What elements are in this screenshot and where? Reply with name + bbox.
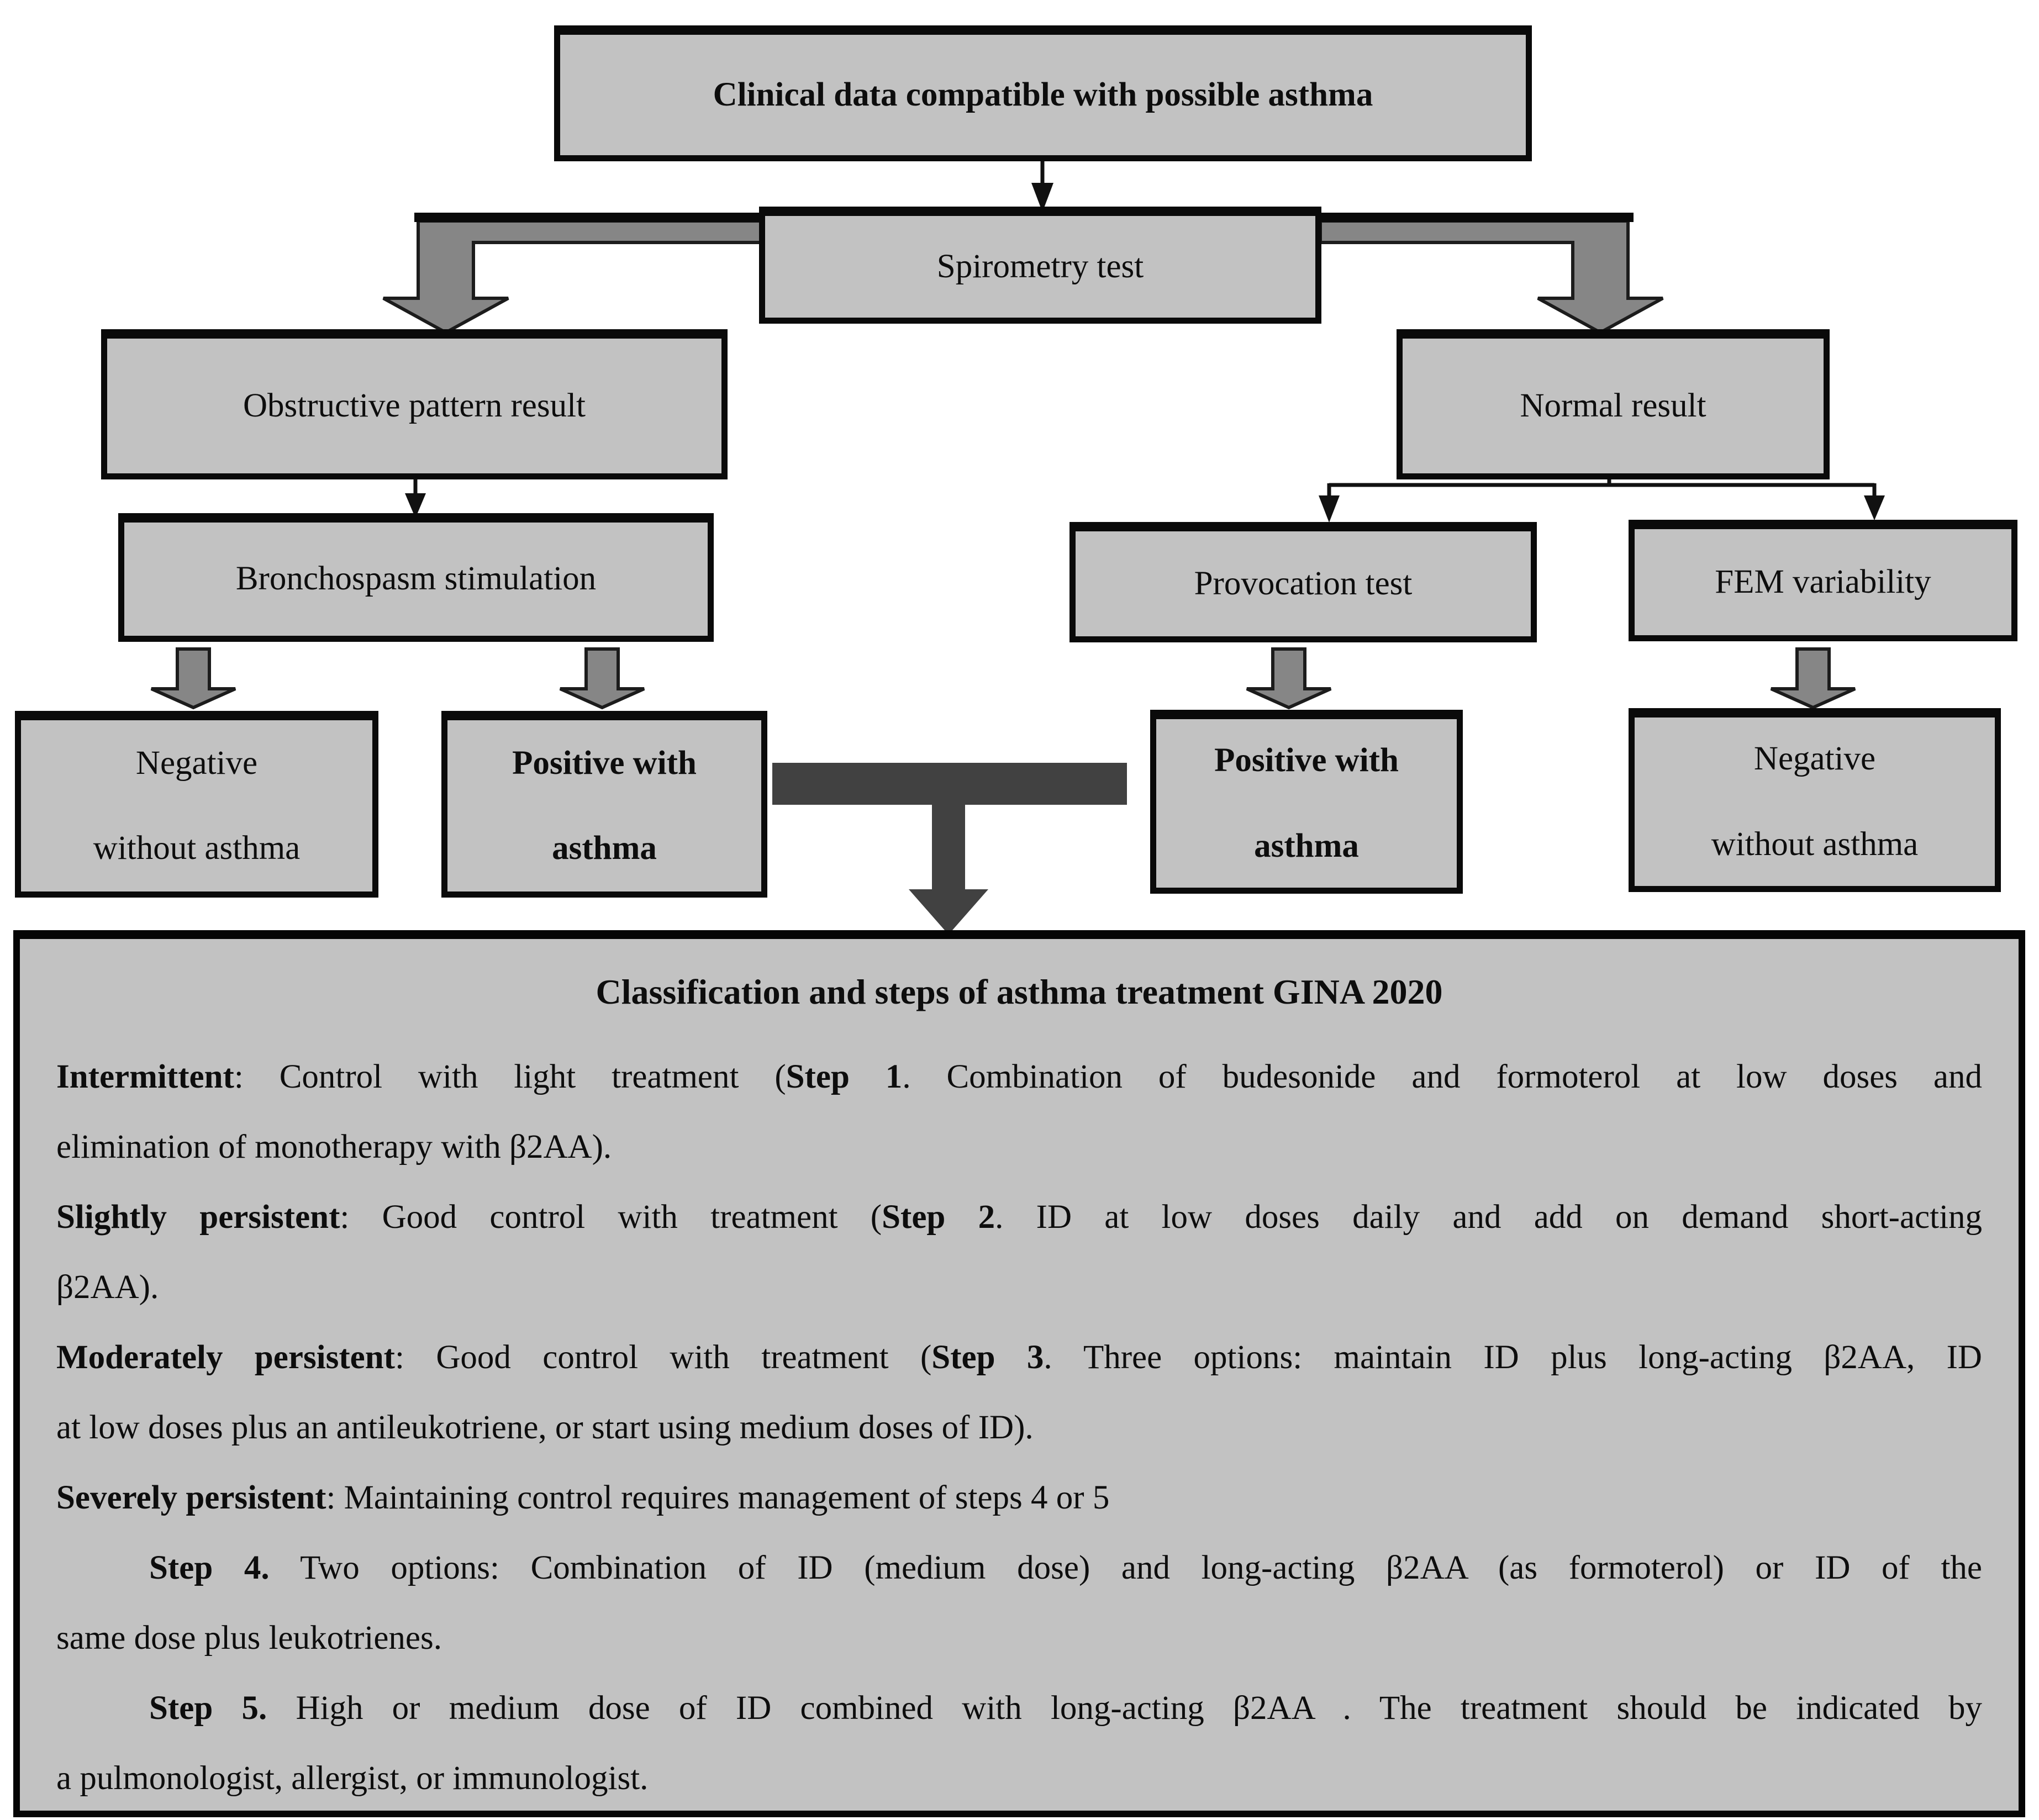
classification-line: at low doses plus an antileukotriene, or… (56, 1392, 1982, 1463)
classification-text: . ID at low doses daily and add on deman… (995, 1199, 1983, 1236)
classification-text: : Good control with treatment ( (395, 1339, 932, 1376)
classification-text: same dose plus leukotrienes. (56, 1619, 442, 1657)
classification-line: Step 4. Two options: Combination of ID (… (56, 1533, 1982, 1603)
classification-panel: Classification and steps of asthma treat… (13, 930, 2025, 1817)
classification-text: elimination of monotherapy with β2AA). (56, 1128, 612, 1165)
node-normal-result: Normal result (1397, 329, 1830, 479)
node-provocation-test: Provocation test (1069, 522, 1537, 642)
classification-text: : Control with light treatment ( (234, 1058, 786, 1095)
node-positive-with-asthma-right: Positive with asthma (1150, 710, 1463, 894)
classification-text: . Combination of budesonide and formoter… (902, 1058, 1982, 1095)
arrow-bronchospasm-to-positive (559, 647, 645, 710)
node-clinical-data-label: Clinical data compatible with possible a… (713, 76, 1373, 113)
node-obstructive-result-label: Obstructive pattern result (243, 387, 586, 424)
node-fem-variability: FEM variability (1629, 520, 2017, 641)
node-negative-without-asthma-left: Negative without asthma (15, 711, 378, 898)
node-normal-result-label: Normal result (1520, 387, 1706, 424)
classification-line: same dose plus leukotrienes. (56, 1603, 1982, 1673)
node-label-line: Negative (135, 744, 258, 782)
node-label-line: asthma (552, 830, 657, 867)
classification-bold-text: Slightly persistent (56, 1199, 340, 1236)
node-label-line: without asthma (1711, 825, 1919, 863)
classification-line: Intermittent: Control with light treatme… (56, 1042, 1982, 1112)
classification-bold-text: Step 1 (786, 1058, 903, 1095)
classification-text: at low doses plus an antileukotriene, or… (56, 1409, 1034, 1446)
classification-text: : Maintaining control requires managemen… (326, 1479, 1110, 1516)
node-spirometry-test: Spirometry test (759, 207, 1321, 324)
node-label-line: Positive with (512, 744, 697, 782)
classification-bold-text: Step 4. (149, 1549, 270, 1586)
classification-bold-text: Step 3 (931, 1339, 1044, 1376)
classification-title: Classification and steps of asthma treat… (596, 972, 1443, 1011)
arrow-bronchospasm-to-negative (150, 647, 236, 710)
node-positive-with-asthma-left: Positive with asthma (441, 711, 767, 898)
node-label-line: asthma (1254, 827, 1359, 864)
classification-text: Two options: Combination of ID (medium d… (269, 1549, 1982, 1586)
classification-line: Severely persistent: Maintaining control… (56, 1463, 1982, 1533)
node-label-line: Positive with (1214, 742, 1399, 779)
classification-bold-text: Severely persistent (56, 1479, 326, 1516)
classification-bold-text: Intermittent (56, 1058, 234, 1095)
classification-bold-text: Moderately persistent (56, 1339, 395, 1376)
arrow-positive-to-classification (772, 763, 1127, 935)
node-label-line: without asthma (93, 830, 301, 867)
node-clinical-data: Clinical data compatible with possible a… (554, 25, 1532, 161)
classification-text: a pulmonologist, allergist, or immunolog… (56, 1760, 649, 1797)
classification-line: Moderately persistent: Good control with… (56, 1322, 1982, 1392)
node-spirometry-test-label: Spirometry test (936, 247, 1144, 285)
connector-normal-branch (1319, 479, 1885, 523)
node-fem-variability-label: FEM variability (1715, 563, 1931, 600)
classification-text: : Good control with treatment ( (340, 1199, 882, 1236)
arrow-obstructive-to-bronchospasm (405, 479, 426, 518)
node-provocation-test-label: Provocation test (1194, 565, 1413, 602)
classification-text: High or medium dose of ID combined with … (267, 1690, 1982, 1727)
classification-bold-text: Step 5. (149, 1690, 267, 1727)
classification-text: . Three options: maintain ID plus long-a… (1044, 1339, 1982, 1376)
classification-lines: Intermittent: Control with light treatme… (56, 1042, 1982, 1813)
classification-line: Slightly persistent: Good control with t… (56, 1182, 1982, 1252)
node-bronchospasm-stimulation-label: Bronchospasm stimulation (235, 560, 597, 598)
classification-line: Step 5. High or medium dose of ID combin… (56, 1673, 1982, 1743)
classification-line: β2AA). (56, 1252, 1982, 1322)
classification-text: β2AA). (56, 1269, 159, 1306)
arrow-fem-to-negative (1770, 647, 1856, 710)
classification-line: elimination of monotherapy with β2AA). (56, 1112, 1982, 1182)
arrow-provocation-to-positive (1246, 647, 1332, 710)
arrow-spirometry-to-normal (1319, 213, 1664, 335)
arrow-clinical-to-spirometry (1031, 161, 1053, 212)
classification-bold-text: Step 2 (882, 1199, 995, 1236)
classification-line: a pulmonologist, allergist, or immunolog… (56, 1743, 1982, 1813)
node-obstructive-result: Obstructive pattern result (101, 329, 728, 479)
node-negative-without-asthma-right: Negative without asthma (1629, 708, 2001, 892)
node-bronchospasm-stimulation: Bronchospasm stimulation (118, 513, 714, 642)
arrow-spirometry-to-obstructive (382, 213, 764, 335)
node-label-line: Negative (1753, 740, 1876, 778)
